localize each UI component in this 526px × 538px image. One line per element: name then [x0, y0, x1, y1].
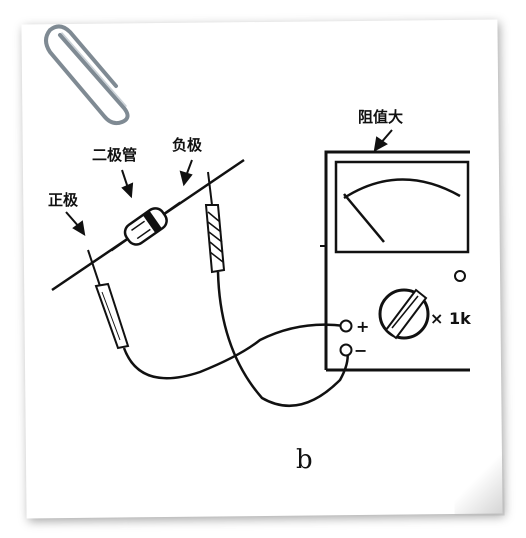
anode-label: 正极 [48, 191, 79, 209]
range-label: × 1k [430, 309, 471, 328]
meter-scale [343, 178, 461, 200]
multimeter [320, 150, 470, 372]
anode-probe [87, 249, 130, 350]
cathode-lead [216, 271, 349, 407]
high-resistance-label: 阻值大 [358, 108, 403, 126]
plus-terminal [339, 319, 353, 333]
meter-window [334, 160, 470, 254]
plus-label: + [356, 317, 369, 336]
meter-needle [343, 193, 385, 243]
paperclip-icon [44, 24, 130, 126]
zero-adjust-knob [454, 270, 466, 282]
range-selector-knob [378, 288, 430, 340]
cathode-label: 负极 [172, 136, 203, 154]
diode-label: 二极管 [92, 146, 137, 164]
minus-label: − [354, 341, 367, 360]
label-arrows [65, 129, 393, 236]
minus-terminal [339, 343, 353, 357]
figure-caption: b [296, 445, 313, 475]
cathode-probe [204, 171, 226, 274]
diode-body [110, 201, 181, 252]
